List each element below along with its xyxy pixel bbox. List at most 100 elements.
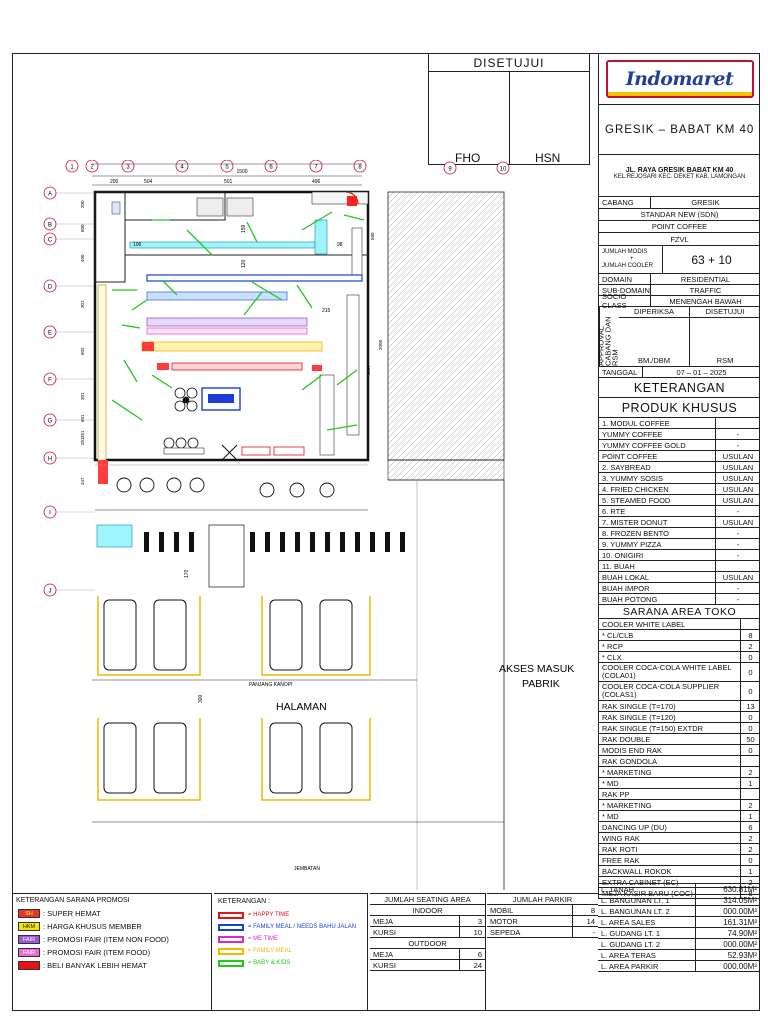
- grid-row-marker: H: [43, 451, 95, 465]
- promo-legend-item: SH: SUPER HEMAT: [12, 907, 211, 920]
- concept-value: POINT COFFEE: [651, 222, 708, 231]
- area-name: L. AREA SALES: [598, 917, 696, 927]
- sarana-value: 2: [740, 641, 760, 651]
- sarana-row: COOLER COCA-COLA WHITE LABEL (COLA01)0: [599, 663, 760, 682]
- grid-row-marker: I: [43, 505, 95, 519]
- dim-left-label: 602: [80, 347, 85, 355]
- sarana-name: RAK SINGLE (T=170): [602, 701, 676, 711]
- sarana-value: 2: [740, 767, 760, 777]
- line-swatch: [218, 923, 244, 931]
- modis-label-1: JUMLAH MODIS: [602, 249, 648, 255]
- produk-value: [715, 418, 760, 428]
- produk-row: YUMMY COFFEE -: [599, 429, 760, 440]
- sarana-value: 1: [740, 778, 760, 788]
- seat-name: KURSI: [373, 960, 396, 970]
- code-row: FZVL: [599, 233, 760, 246]
- grid-row-label: E: [48, 331, 52, 337]
- sarana-row: DANCING UP (DU)6: [599, 822, 760, 833]
- dim-left-label: 601: [80, 414, 85, 422]
- promo-legend-item: : BELI BANYAK LEBIH HEMAT: [12, 959, 211, 972]
- grid-row-label: B: [48, 223, 52, 229]
- seating-title: JUMLAH SEATING AREA: [370, 894, 485, 905]
- grid-row-label: J: [49, 589, 52, 595]
- area-value: 52.93M²: [727, 950, 757, 960]
- produk-row: 8. FROZEN BENTO-: [599, 528, 760, 539]
- area-value: 74.90M²: [727, 928, 757, 938]
- grid-col-marker: 4: [175, 160, 189, 173]
- address-line-1: JL. RAYA GRESIK BABAT KM 40: [625, 167, 734, 174]
- modis-label: JUMLAH MODIS + JUMLAH COOLER: [599, 246, 663, 273]
- area-value: 630.81M²: [723, 884, 757, 894]
- grid-col-label: 10: [500, 167, 507, 173]
- line-legend-title: KETERANGAN :: [218, 898, 271, 905]
- produk-row: 6. RTE-: [599, 506, 760, 517]
- dim-left-label: 400: [80, 254, 85, 262]
- produk-name: YUMMY COFFEE: [602, 429, 663, 439]
- sheet-frame: [12, 53, 760, 1011]
- socio-row: SOCIO CLASS MENENGAH BAWAH: [599, 292, 760, 310]
- subdomain-row: SUB-DOMAIN TRAFFIC: [599, 285, 760, 296]
- promo-legend-item: HKM: HARGA KHUSUS MEMBER: [12, 920, 211, 933]
- sarana-name: RAK SINGLE (T=120): [602, 712, 676, 722]
- grid-col-marker: 3: [121, 160, 135, 173]
- dim-left-label: 200: [80, 200, 85, 208]
- area-row: L. GUDANG LT. 1 74.90M²: [598, 928, 760, 939]
- dim-left-label: 600: [80, 224, 85, 232]
- sarana-name: COOLER COCA-COLA WHITE LABEL (COLA01): [602, 664, 732, 680]
- area-name: L. AREA TERAS: [598, 950, 696, 960]
- grid-col-label: 4: [180, 165, 184, 171]
- sarana-name: COOLER COCA-COLA SUPPLIER (COLAS1): [602, 683, 720, 699]
- parking-qty: -: [572, 927, 598, 937]
- akses-label: AKSES MASUK: [499, 663, 574, 675]
- seat-name: MEJA: [373, 949, 394, 959]
- seat-qty: 10: [459, 927, 485, 937]
- produk-value: -: [715, 429, 760, 439]
- sarana-name: RAK ROTI: [602, 844, 638, 854]
- produk-name: 1. MODUL COFFEE: [602, 418, 670, 428]
- produk-name: YUMMY COFFEE GOLD: [602, 440, 686, 450]
- dim-top-6: 496: [312, 179, 321, 185]
- grid-row-marker: E: [43, 325, 95, 339]
- promo-legend-item: FAIR: PROMOSI FAIR (ITEM FOOD): [12, 946, 211, 959]
- produk-value: -: [715, 539, 760, 549]
- modis-value: 63 + 10: [691, 252, 732, 267]
- grid-row-label: I: [49, 511, 51, 517]
- cabang-row: CABANG GRESIK: [599, 197, 760, 209]
- promo-chip: FAIR: [18, 948, 40, 957]
- logo-area: Indomaret: [599, 53, 760, 105]
- approval-side-label: APPROVAL CABANG DAN RSM: [597, 307, 620, 366]
- tanggal-value: 07 – 01 – 2025: [676, 367, 727, 377]
- grid-row-marker: J: [43, 583, 95, 597]
- sarana-row: MEJA KASIR BARU (COC)8: [599, 888, 760, 899]
- area-name: L. GUDANG LT. 1: [598, 928, 696, 938]
- grid-row-marker: G: [43, 413, 95, 427]
- car-parking-top: [103, 599, 353, 671]
- grid-row-marker: F: [43, 372, 95, 386]
- subdomain-value: TRAFFIC: [689, 285, 722, 295]
- sarana-value: 0: [740, 855, 760, 865]
- grid-col-label: 1: [70, 165, 74, 171]
- produk-value: USULAN: [715, 517, 760, 527]
- grid-col-label: 8: [358, 165, 362, 171]
- produk-row: 11. BUAH: [599, 561, 760, 572]
- dim-left-label: 351: [80, 430, 85, 438]
- outdoor-tables: [116, 477, 335, 498]
- socio-value: MENENGAH BAWAH: [669, 296, 742, 306]
- produk-name: 4. FRIED CHICKEN: [602, 484, 669, 494]
- sarana-name: WING RAK: [602, 833, 640, 843]
- line-legend-item: = BABY & KIDS: [218, 957, 363, 969]
